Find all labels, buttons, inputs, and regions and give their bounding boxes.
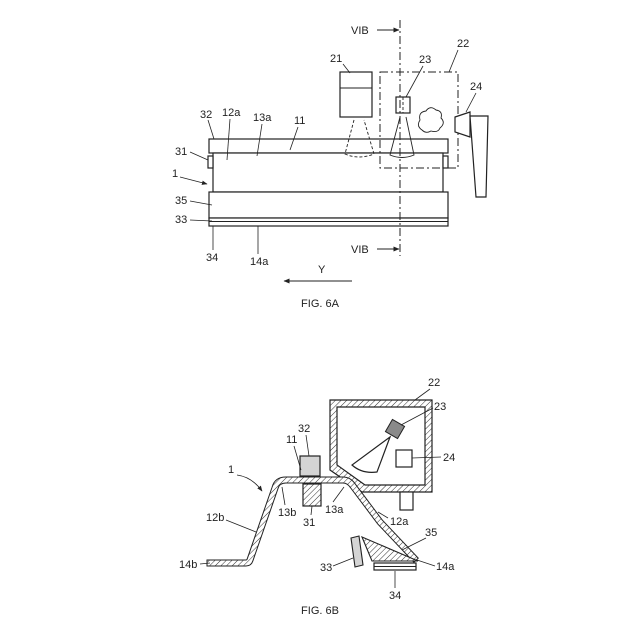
mist-cloud bbox=[418, 108, 443, 133]
arrow-1 bbox=[237, 475, 262, 491]
leader-23 bbox=[406, 66, 423, 97]
lamp-24-rod bbox=[470, 116, 488, 197]
leader-13a bbox=[333, 487, 344, 502]
ref-label-24: 24 bbox=[470, 81, 482, 93]
leader-13b bbox=[282, 487, 285, 505]
ref-label-23: 23 bbox=[419, 54, 431, 66]
ref-label-24: 24 bbox=[443, 452, 455, 464]
ref-label-14a: 14a bbox=[250, 256, 269, 268]
leader-12b bbox=[226, 520, 256, 532]
ref-label-32: 32 bbox=[200, 109, 212, 121]
ref-label-32: 32 bbox=[298, 423, 310, 435]
leader-32 bbox=[306, 435, 309, 456]
leader-35 bbox=[402, 538, 426, 550]
leader-31 bbox=[190, 152, 208, 160]
ref-label-21: 21 bbox=[330, 53, 342, 65]
member-35 bbox=[209, 192, 448, 218]
ref-label-23: 23 bbox=[434, 401, 446, 413]
ref-label-11: 11 bbox=[286, 434, 297, 446]
ref-label-12a: 12a bbox=[390, 516, 409, 528]
ref-label-13b: 13b bbox=[278, 507, 296, 519]
leader-31 bbox=[311, 506, 312, 515]
block-32 bbox=[300, 456, 320, 476]
ref-label-1: 1 bbox=[228, 464, 234, 476]
figure-caption-6b: FIG. 6B bbox=[301, 605, 339, 617]
ref-label-35: 35 bbox=[175, 195, 187, 207]
direction-label: Y bbox=[318, 264, 326, 276]
leader-22 bbox=[449, 50, 458, 72]
leader-22 bbox=[415, 389, 430, 400]
ref-label-11: 11 bbox=[294, 115, 305, 127]
ref-label-13a: 13a bbox=[325, 504, 344, 516]
camera-21 bbox=[340, 72, 372, 117]
section-mark-bottom: VIB bbox=[351, 244, 369, 256]
leader-32 bbox=[208, 120, 214, 139]
ref-label-34: 34 bbox=[206, 252, 218, 264]
ref-label-12a: 12a bbox=[222, 107, 241, 119]
figure-6b: 11 32 22 23 24 1 12b 13b 31 13a 12a 35 1… bbox=[179, 377, 455, 617]
ref-label-12b: 12b bbox=[206, 512, 224, 524]
panel-body-12a bbox=[213, 153, 443, 192]
ref-label-33: 33 bbox=[320, 562, 332, 574]
block-31 bbox=[303, 484, 321, 506]
ref-label-14a: 14a bbox=[436, 561, 455, 573]
ref-label-14b: 14b bbox=[179, 559, 197, 571]
arrow-1 bbox=[180, 177, 207, 184]
ref-label-22: 22 bbox=[457, 38, 469, 50]
strip-33 bbox=[209, 218, 448, 226]
leader-24 bbox=[466, 93, 476, 112]
side-block-31-right bbox=[443, 156, 448, 168]
side-block-31-left bbox=[208, 156, 213, 168]
lamp-24 bbox=[396, 450, 412, 467]
figure-6a: VIB VIB 21 22 23 24 32 12a 13a 11 31 1 3… bbox=[172, 20, 488, 310]
ref-label-31: 31 bbox=[303, 517, 315, 529]
section-mark-top: VIB bbox=[351, 25, 369, 37]
ref-label-13a: 13a bbox=[253, 112, 272, 124]
lamp-24 bbox=[455, 112, 470, 137]
part-33 bbox=[351, 536, 363, 567]
leader-14a bbox=[417, 560, 435, 566]
ref-label-35: 35 bbox=[425, 527, 437, 539]
ref-label-33: 33 bbox=[175, 214, 187, 226]
ref-label-34: 34 bbox=[389, 590, 401, 602]
ref-label-1: 1 bbox=[172, 168, 178, 180]
ref-label-22: 22 bbox=[428, 377, 440, 389]
ref-label-31: 31 bbox=[175, 146, 187, 158]
figure-caption-6a: FIG. 6A bbox=[301, 298, 340, 310]
housing-22-post bbox=[400, 492, 413, 510]
leader-33 bbox=[333, 558, 353, 566]
